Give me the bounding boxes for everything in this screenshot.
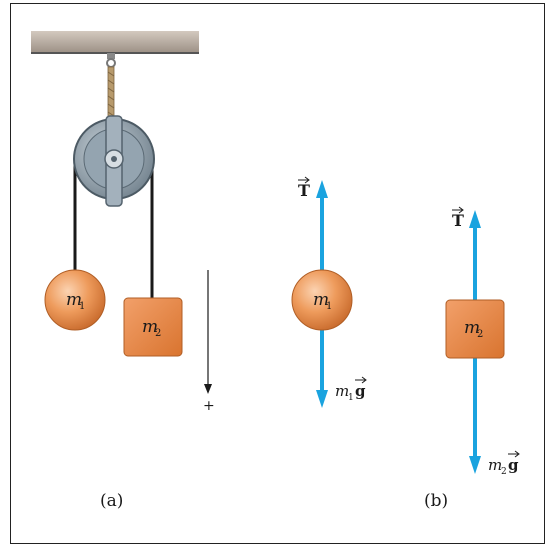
ceiling	[31, 31, 199, 53]
tension-label-2: T	[452, 206, 464, 230]
mass-1-fbd-subscript: 1	[326, 301, 332, 312]
svg-text:1: 1	[348, 393, 354, 403]
mass-2-block: m 2	[123, 297, 183, 357]
plus-sign: +	[203, 398, 215, 414]
svg-text:g: g	[355, 382, 366, 400]
diagram-frame	[10, 3, 545, 544]
weight-label-1: m 1 g	[335, 376, 367, 403]
panel-b: m 1 T m 1 g m 2 T	[291, 176, 520, 511]
svg-text:g: g	[508, 456, 519, 474]
mass-2-block-fbd	[445, 299, 505, 359]
svg-text:m: m	[335, 382, 349, 400]
svg-text:T: T	[452, 211, 464, 230]
free-body-m1: m 1 T m 1 g	[291, 176, 367, 408]
mass-2-subscript: 2	[155, 328, 161, 339]
svg-text:m: m	[488, 456, 502, 474]
positive-direction-arrow: +	[203, 270, 215, 414]
panel-a: m 1 m 2 + (a)	[31, 31, 215, 511]
mass-2-label: m	[142, 317, 158, 337]
mass-1-ball-fbd	[291, 269, 353, 331]
svg-text:2: 2	[501, 467, 507, 477]
svg-text:T: T	[298, 181, 310, 200]
mass-1-ball: m 1	[44, 269, 106, 331]
weight-label-2: m 2 g	[488, 450, 520, 477]
free-body-m2: m 2 T m 2 g	[445, 206, 520, 477]
panel-a-caption: (a)	[100, 491, 123, 511]
mass-1-subscript: 1	[79, 301, 85, 312]
mass-2-fbd-label: m	[464, 318, 480, 338]
mass-2-fbd-subscript: 2	[477, 329, 483, 340]
mass-1-fbd-label: m	[313, 290, 329, 310]
hanging-hook	[106, 53, 116, 126]
tension-label-1: T	[298, 176, 310, 200]
mass-1-label: m	[66, 290, 82, 310]
panel-b-caption: (b)	[424, 491, 448, 511]
pulley	[73, 115, 155, 207]
